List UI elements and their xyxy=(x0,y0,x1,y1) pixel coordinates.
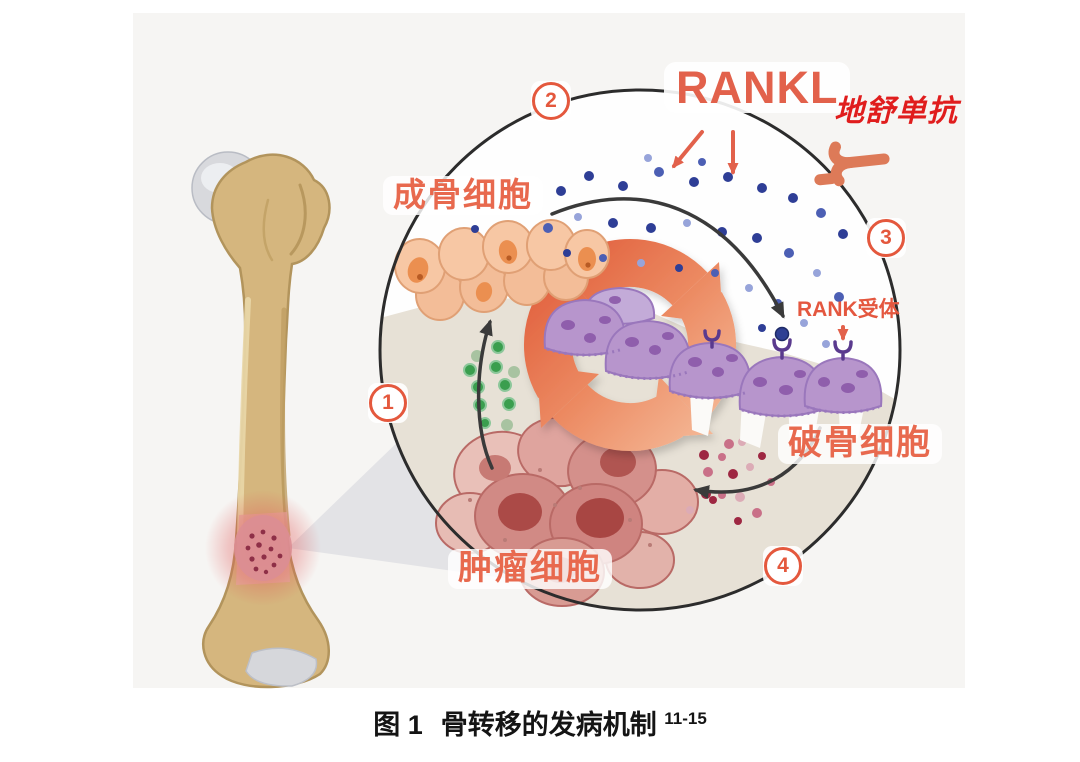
rankl-pointer-left xyxy=(672,130,704,169)
figure-caption: 图 1 骨转移的发病机制 11-15 xyxy=(0,703,1080,742)
tumor-to-osteoblast-arrow xyxy=(476,319,494,470)
osteoblast-label: 成骨细胞 xyxy=(383,176,543,215)
rankl-bound-dot xyxy=(774,326,790,342)
rankl-label: RANKL xyxy=(664,62,851,114)
tumor-label: 肿瘤细胞 xyxy=(448,549,612,589)
microenvironment-circle-outline xyxy=(378,88,902,612)
femur-bone xyxy=(202,153,331,689)
step-badge-4: 4 xyxy=(763,546,803,586)
denosumab-label: 地舒单抗 xyxy=(834,95,958,128)
rankl-to-rank-arrow xyxy=(550,197,785,319)
pointer-arrows xyxy=(672,130,849,341)
osteoclast-label: 破骨细胞 xyxy=(778,424,942,464)
antibody-y-icon xyxy=(814,141,890,187)
rank-receptor-label: RANK受体 xyxy=(797,298,900,321)
step-badge-1: 1 xyxy=(368,383,408,423)
step-number-1: 1 xyxy=(369,384,407,422)
osteoblast-cells xyxy=(393,219,610,321)
bone-lesion xyxy=(205,490,321,606)
step-badge-3: 3 xyxy=(866,218,906,258)
osteoclast-cells xyxy=(543,286,883,418)
step-number-2: 2 xyxy=(532,82,570,120)
femur-illustration xyxy=(191,151,331,689)
knee-cartilage xyxy=(245,647,318,687)
caption-citation: 11-15 xyxy=(664,709,707,728)
rank-receptor-icons xyxy=(703,329,853,361)
caption-tag: 图 1 xyxy=(373,710,423,740)
step-number-4: 4 xyxy=(764,547,802,585)
caption-title: 骨转移的发病机制 xyxy=(440,710,657,740)
step-badge-2: 2 xyxy=(531,81,571,121)
step-number-3: 3 xyxy=(867,219,905,257)
bone-factor-dots xyxy=(686,432,775,525)
